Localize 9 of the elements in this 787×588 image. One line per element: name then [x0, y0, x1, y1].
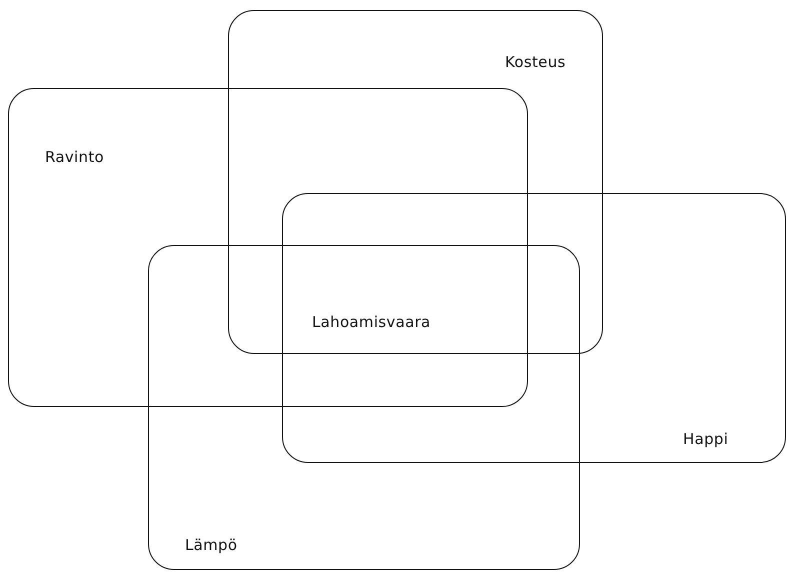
set-label: Kosteus [505, 53, 566, 71]
set-box [282, 193, 786, 463]
set-label: Ravinto [45, 148, 104, 166]
center-label: Lahoamisvaara [312, 313, 431, 331]
set-label: Lämpö [185, 536, 238, 554]
set-box [148, 245, 580, 570]
set-box [8, 88, 528, 407]
set-box [228, 10, 603, 354]
set-label: Happi [683, 430, 728, 448]
